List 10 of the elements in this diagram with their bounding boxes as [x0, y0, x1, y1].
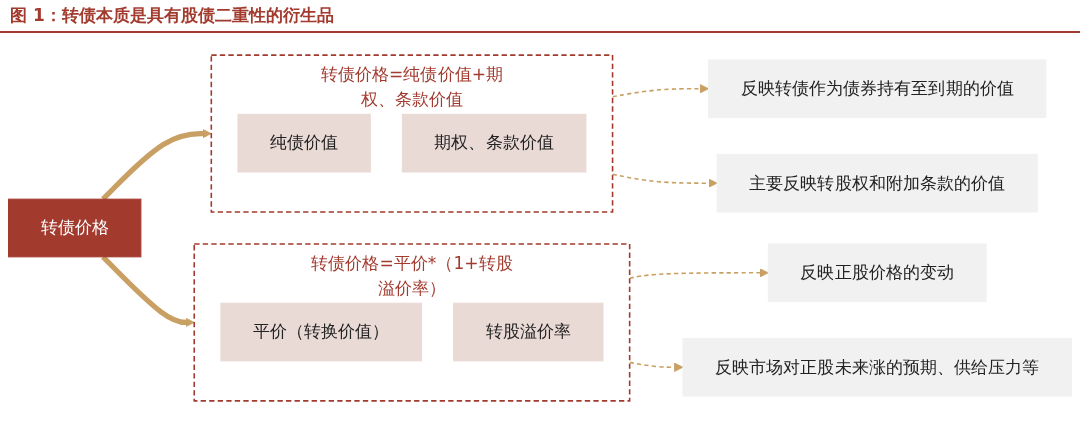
node-box: 转债价格: [8, 198, 142, 258]
node-box: 反映市场对正股未来涨的预期、供给压力等: [682, 337, 1072, 397]
node-box: 反映正股价格的变动: [767, 243, 987, 303]
node-box: 平价（转换价值）: [220, 302, 423, 362]
node-box: 反映转债作为债券持有至到期的价值: [708, 59, 1047, 119]
node-box: 转股溢价率: [453, 302, 604, 362]
node-box: 期权、条款价值: [401, 113, 587, 173]
node-box: 主要反映转股权和附加条款的价值: [716, 153, 1038, 213]
node-box: 纯债价值: [237, 113, 371, 173]
figure-title: 图 1：转债本质是具有股债二重性的衍生品: [0, 0, 1080, 33]
